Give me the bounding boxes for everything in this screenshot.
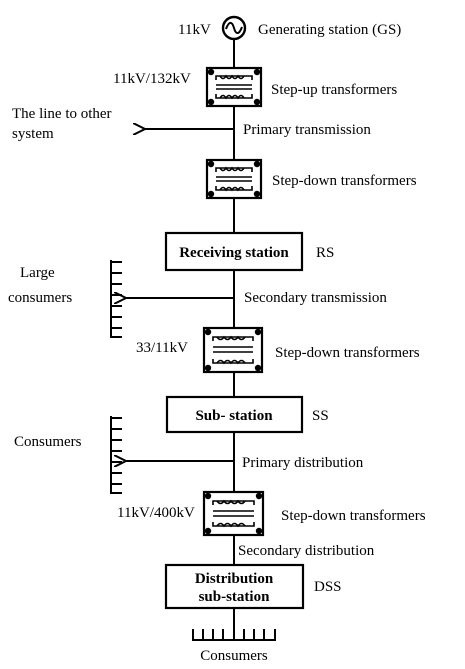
transformer-icon <box>202 490 265 537</box>
generator-label: Generating station (GS) <box>258 22 401 38</box>
step-down-3-ratio: 11kV/400kV <box>117 505 195 521</box>
distribution-substation-abbr: DSS <box>314 579 342 595</box>
large-consumers-label-line1: Large <box>20 265 55 281</box>
distribution-substation-label-line1: Distribution <box>195 571 274 587</box>
secondary-transmission-label: Secondary transmission <box>244 290 387 306</box>
large-consumers-label-line2: consumers <box>8 290 72 306</box>
consumers-bottom-label: Consumers <box>200 648 268 664</box>
distribution-substation-box <box>164 563 305 610</box>
receiving-station-box <box>164 231 304 272</box>
other-system-label-line2: system <box>12 126 54 142</box>
primary-distribution-label: Primary distribution <box>242 455 364 471</box>
transformer-icon <box>205 158 263 200</box>
receiving-station-abbr: RS <box>316 245 334 261</box>
step-down-2-ratio: 33/11kV <box>136 340 188 356</box>
other-system-label-line1: The line to other <box>12 106 112 122</box>
transformer-icon <box>202 326 264 374</box>
distribution-substation-label-line2: sub-station <box>199 589 271 605</box>
step-down-1-label: Step-down transformers <box>272 173 417 189</box>
consumers-mid-label: Consumers <box>14 434 82 450</box>
step-up-label: Step-up transformers <box>271 82 397 98</box>
secondary-distribution-label: Secondary distribution <box>238 543 375 559</box>
bottom-consumers-load-icon <box>192 629 276 641</box>
transformer-icon <box>205 66 263 108</box>
primary-transmission-label: Primary transmission <box>243 122 371 138</box>
sub-station-box <box>165 395 304 434</box>
receiving-station-label: Receiving station <box>179 245 289 261</box>
generator-voltage: 11kV <box>178 22 211 38</box>
consumers-load-icon <box>110 416 122 494</box>
step-up-ratio: 11kV/132kV <box>113 71 191 87</box>
step-down-3-label: Step-down transformers <box>281 508 426 524</box>
sub-station-label: Sub- station <box>195 408 273 424</box>
ac-source-icon <box>221 15 247 41</box>
sub-station-abbr: SS <box>312 408 329 424</box>
step-down-2-label: Step-down transformers <box>275 345 420 361</box>
large-consumers-load-icon <box>110 260 122 338</box>
